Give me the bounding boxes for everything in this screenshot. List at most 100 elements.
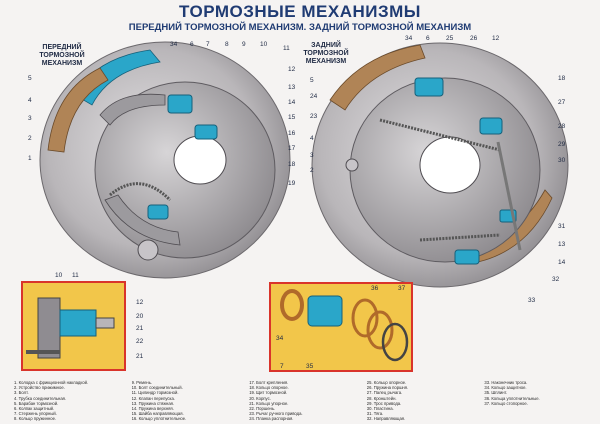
front-hub-hole [173, 135, 227, 185]
rear-lining-upper [329, 44, 426, 111]
callout: 31 [558, 223, 566, 230]
callout: 34 [276, 335, 284, 342]
callout: 18 [558, 75, 566, 82]
callout: 4 [310, 135, 314, 142]
callout: 2 [28, 135, 32, 142]
legend-item: 36. Кольца уплотнительные. [484, 395, 540, 401]
callout: 5 [28, 75, 32, 82]
legend-item: 22. Поршень. [249, 406, 276, 412]
callout: 24 [310, 93, 318, 100]
legend-item: 12. Клапан перепуска. [131, 395, 175, 401]
front-adjuster [194, 124, 218, 140]
callout: 10 [260, 41, 268, 48]
rear-lower-bracket [454, 249, 480, 265]
legend-item: 14. Пружина верхняя. [131, 406, 174, 412]
legend-item: 23. Рычаг ручного привода. [249, 411, 303, 417]
front-lining [47, 67, 109, 153]
callout: 29 [558, 141, 566, 148]
inset-right-seal-2 [366, 310, 394, 350]
callout: 3 [310, 152, 314, 159]
callouts: 5 4 3 2 1 34 6 7 8 9 10 11 12 13 14 15 1… [28, 35, 566, 370]
legend-item: 21. Кольцо упорное. [249, 400, 289, 406]
callout: 28 [558, 123, 566, 130]
legend-item: 9. Ремень. [131, 380, 153, 385]
rear-bolt [345, 158, 359, 172]
inset-left-piston [59, 309, 97, 337]
callout: 14 [288, 99, 296, 106]
callout: 17 [288, 145, 296, 152]
callout: 34 [170, 41, 178, 48]
callout: 35 [306, 363, 314, 370]
front-lower-bracket [147, 204, 169, 220]
legend-item: 28. Кронштейн. [366, 395, 397, 401]
front-brake-assembly [39, 41, 291, 279]
inset-seals [269, 282, 413, 372]
callout: 11 [72, 272, 79, 279]
legend-item: 20. Корпус. [249, 395, 271, 401]
callout: 3 [28, 115, 32, 122]
callout: 15 [288, 114, 296, 121]
legend-item: 17. Болт крепления. [249, 380, 289, 385]
callout: 12 [492, 35, 500, 42]
legend-item: 8. Кольцо пружинное. [14, 416, 57, 422]
poster-subtitle: ПЕРЕДНИЙ ТОРМОЗНОЙ МЕХАНИЗМ. ЗАДНИЙ ТОРМ… [128, 22, 472, 33]
callout: 10 [55, 272, 63, 279]
front-wheel-cylinder [167, 94, 193, 114]
callout: 2 [310, 167, 314, 174]
legend-item: 29. Трос привода. [366, 400, 402, 406]
callout: 23 [310, 113, 318, 120]
callout: 8 [225, 41, 229, 48]
legend-item: 3. Болт. [14, 390, 29, 396]
callout: 13 [288, 84, 296, 91]
callout: 30 [558, 157, 566, 164]
rear-lower-spring [419, 233, 501, 242]
inset-right-piston [307, 295, 343, 327]
callout: 21 [136, 353, 144, 360]
rear-caption: ЗАДНИЙ ТОРМОЗНОЙ МЕХАНИЗМ [303, 42, 349, 65]
legend-item: 5. Барабан тормозной. [14, 400, 59, 406]
callout: 20 [136, 313, 144, 320]
front-caption: ПЕРЕДНИЙ ТОРМОЗНОЙ МЕХАНИЗМ [39, 44, 85, 67]
rear-wheel-cylinder [414, 77, 444, 97]
legend-item: 4. Трубка соединительная. [14, 395, 67, 401]
callout: 9 [242, 41, 246, 48]
callout: 11 [283, 45, 290, 52]
legend-item: 26. Пружина поршня. [366, 385, 409, 391]
callout: 36 [371, 285, 379, 292]
legend-item: 35. Шплинт. [484, 390, 508, 396]
inset-left-rod [95, 317, 115, 329]
legend-item: 34. Кольцо защитное. [484, 385, 527, 391]
legend-item: 16. Кольцо уплотнительное. [131, 416, 187, 422]
callout: 14 [558, 259, 566, 266]
legend-item: 32. Направляющая. [366, 416, 406, 422]
callout: 26 [470, 35, 478, 42]
legend-item: 7. Стержень упорный. [14, 411, 57, 417]
inset-right-seal-1 [351, 298, 379, 338]
callout: 13 [558, 241, 566, 248]
rear-hub-hole [419, 136, 481, 194]
callout: 27 [558, 99, 566, 106]
inset-right-snap-ring [381, 322, 409, 362]
callout: 5 [310, 77, 314, 84]
callout: 1 [28, 155, 32, 162]
parts-legend: 1. Колодка с фрикционной накладкой. 2. У… [14, 380, 594, 422]
rear-hand-lever [496, 141, 522, 251]
rear-upper-spring [379, 118, 501, 152]
callout: 22 [136, 338, 144, 345]
legend-item: 33. Наконечник троса. [484, 380, 528, 385]
callout: 6 [190, 41, 194, 48]
callout: 6 [426, 35, 430, 42]
legend-item: 6. Колпак защитный. [14, 406, 55, 412]
legend-item: 10. Болт соединительный. [131, 385, 183, 391]
legend-item: 37. Кольцо стопорное. [484, 400, 528, 406]
callout: 7 [206, 41, 210, 48]
callout: 7 [280, 363, 284, 370]
inset-wheel-cylinder [21, 281, 126, 371]
legend-item: 13. Пружина стяжная. [131, 400, 175, 406]
legend-item: 27. Палец рычага. [366, 390, 403, 396]
callout: 16 [288, 130, 296, 137]
front-spring [109, 182, 172, 202]
callout: 21 [136, 325, 144, 332]
poster-title: ТОРМОЗНЫЕ МЕХАНИЗМЫ [179, 2, 421, 21]
